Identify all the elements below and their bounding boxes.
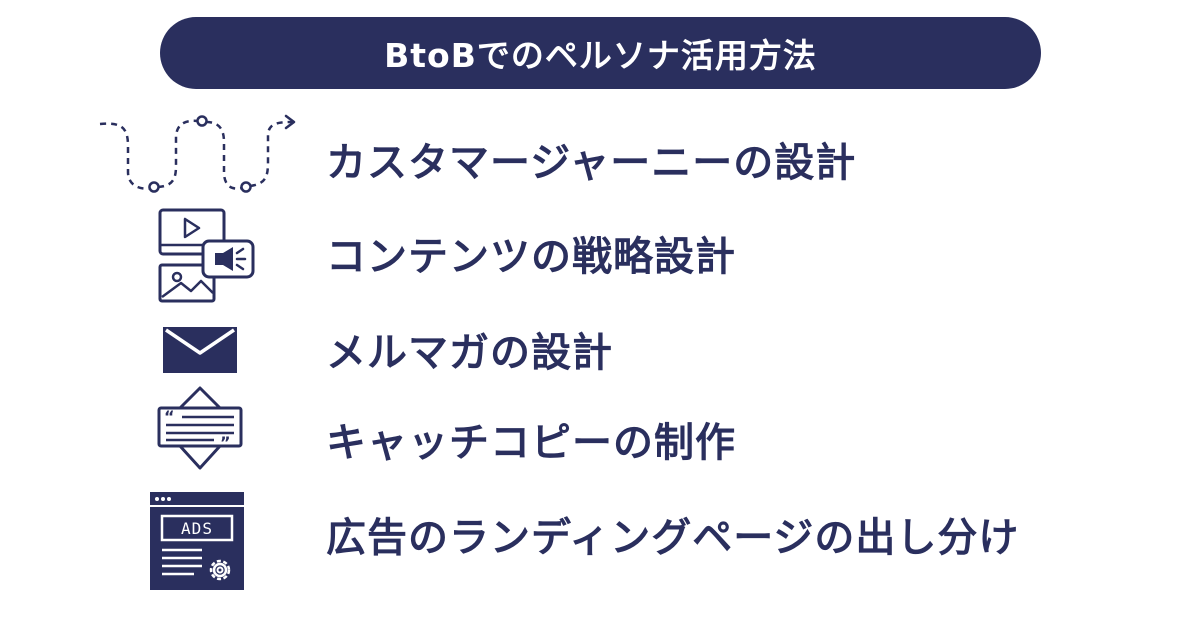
- list-item-catch-copy: キャッチコピーの制作: [326, 420, 736, 466]
- svg-text:“: “: [164, 407, 175, 426]
- svg-text:”: ”: [220, 433, 231, 452]
- customer-journey-icon: [96, 112, 302, 196]
- quote-text-icon: “ ”: [156, 382, 244, 474]
- list-item-landing-page: 広告のランディングページの出し分け: [326, 515, 1020, 561]
- title-banner: BtoBでのペルソナ活用方法: [160, 17, 1041, 89]
- content-media-icon: [157, 207, 257, 303]
- svg-text:ADS: ADS: [181, 519, 213, 538]
- envelope-icon: [163, 327, 237, 373]
- list-item-content-strategy: コンテンツの戦略設計: [326, 234, 736, 280]
- ads-window-icon: ADS: [150, 492, 244, 590]
- page-title: BtoBでのペルソナ活用方法: [384, 36, 817, 75]
- list-item-customer-journey: カスタマージャーニーの設計: [326, 140, 857, 186]
- list-item-mail-magazine: メルマガの設計: [326, 330, 613, 376]
